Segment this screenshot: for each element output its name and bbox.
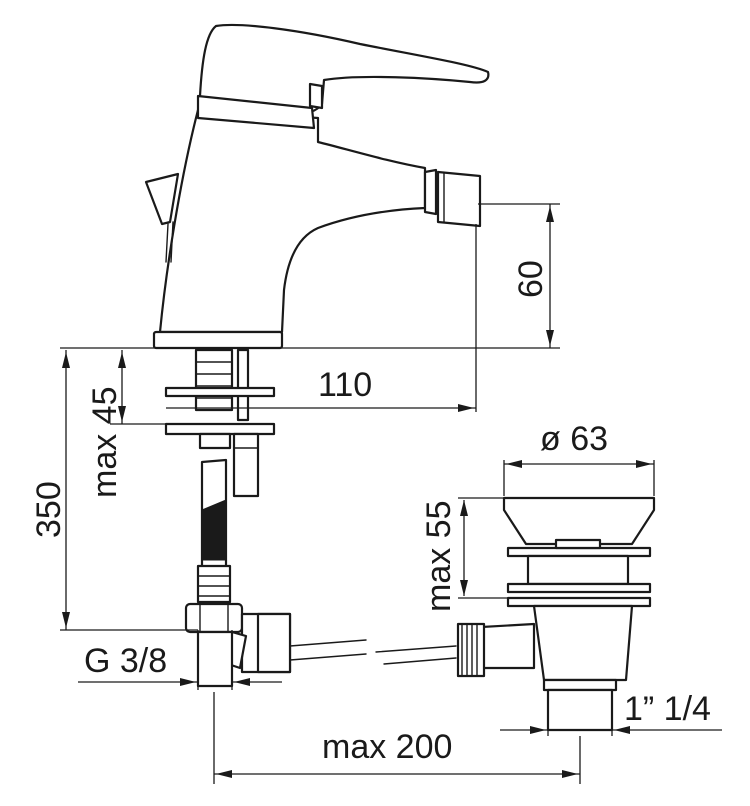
waste-tail [542, 678, 618, 692]
dim-deck-thickness: max 45 [86, 387, 124, 499]
waste-body [532, 604, 634, 682]
dim-waste-diameter: ø 63 [540, 420, 608, 458]
hose-nut [184, 602, 244, 634]
dim-waste-height: max 55 [420, 501, 458, 613]
mixer-tap [144, 23, 490, 350]
lever-handle [198, 23, 490, 114]
tap-body [158, 108, 427, 334]
flexible-hose [184, 458, 457, 688]
deck-fixings [60, 347, 560, 498]
upper-washer [164, 386, 276, 398]
dimension-lines [60, 203, 722, 784]
waste-flange [502, 496, 656, 546]
popup-rod-knob [144, 172, 180, 226]
spout-nozzle [436, 170, 482, 228]
dim-waste-thread: 1” 1/4 [624, 690, 711, 728]
tap-base-plate [152, 330, 284, 350]
dim-spout-reach: 110 [318, 366, 372, 404]
spout-tip [423, 168, 438, 216]
dim-spout-height: 60 [512, 260, 550, 298]
popup-waste [456, 496, 656, 732]
lever-base [196, 94, 316, 130]
dim-hose-length: 350 [30, 481, 68, 538]
dim-waste-offset: max 200 [322, 728, 452, 766]
dim-inlet-thread: G 3/8 [84, 642, 167, 680]
clamp-plate [164, 422, 276, 436]
